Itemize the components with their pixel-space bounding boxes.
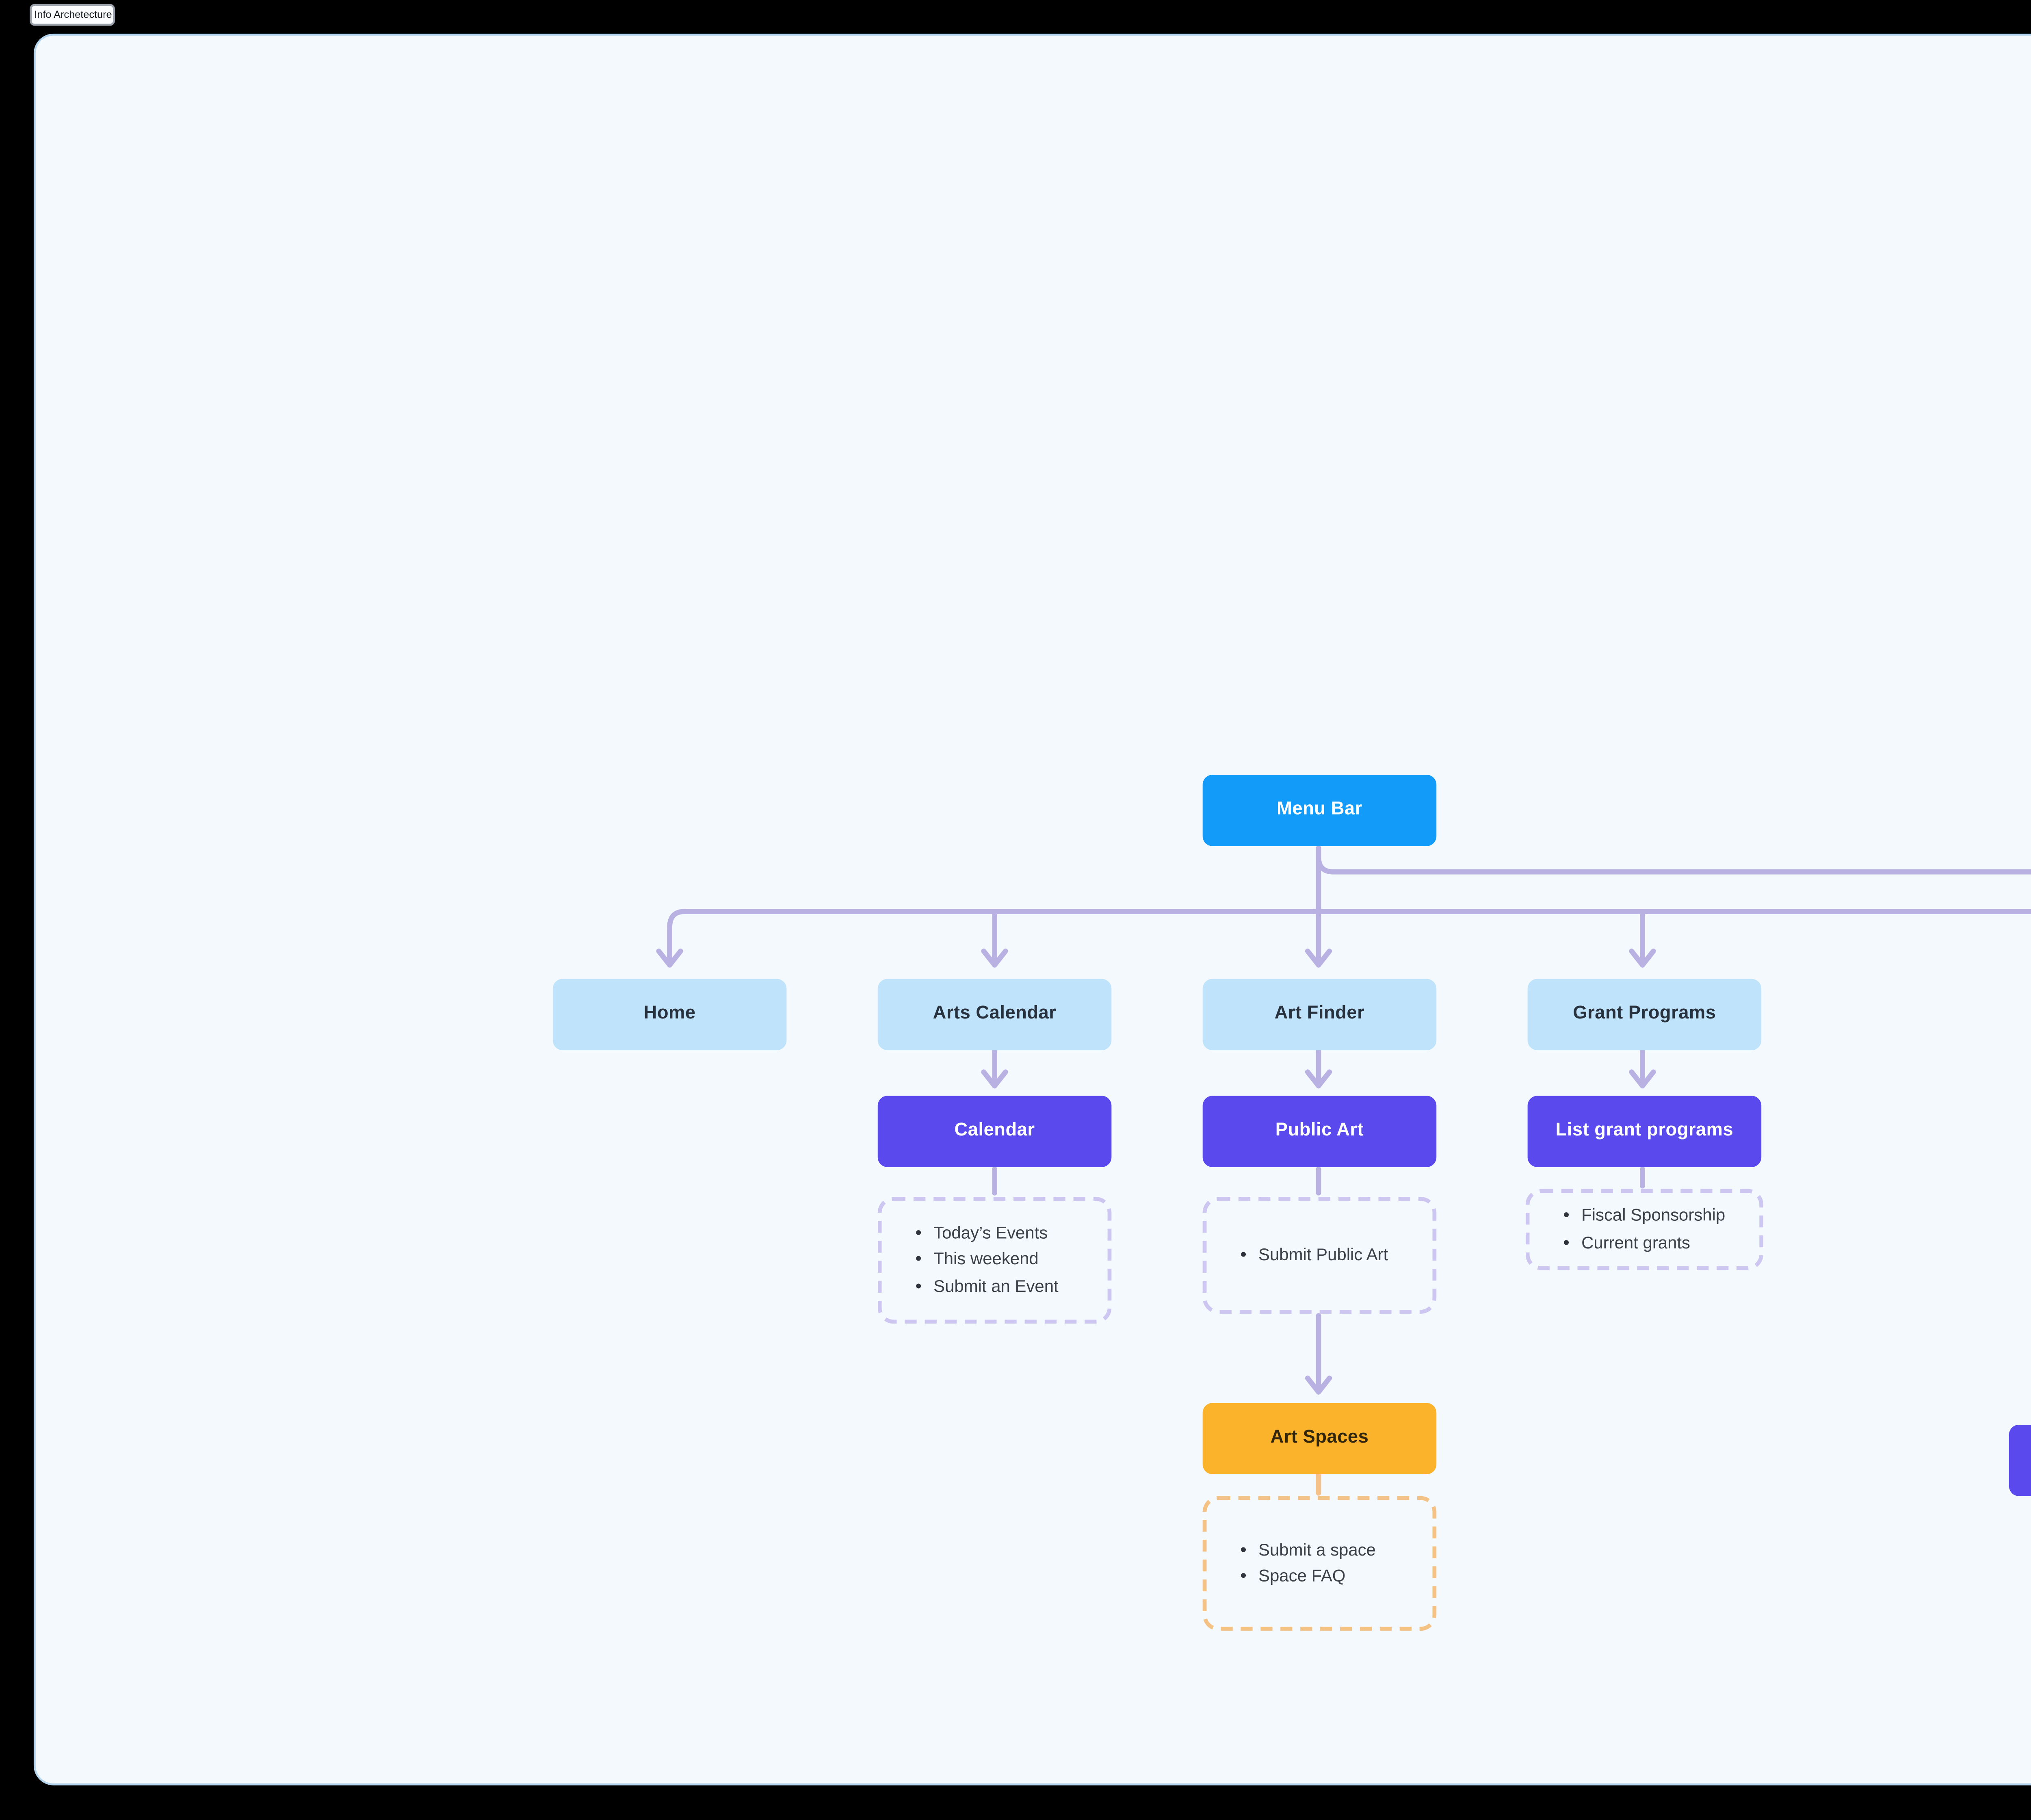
list-item: Today’s Events (915, 1221, 1058, 1247)
node-label: Menu Bar (1277, 799, 1362, 819)
node-label: Public Art (1275, 1120, 1364, 1140)
list-item: This weekend (915, 1247, 1058, 1273)
bullet-list: Submit a space Space FAQ (1206, 1537, 1384, 1590)
node-label: Calendar (954, 1120, 1035, 1140)
list-item: Space FAQ (1240, 1563, 1376, 1589)
node-label: List grant programs (1555, 1120, 1734, 1140)
edge-menubar-contact-aboutbcaa (1316, 845, 2031, 875)
node-label: Art Spaces (1270, 1427, 1369, 1447)
node-grant-sections[interactable]: Fiscal Sponsorship Current grants (1525, 1189, 1764, 1270)
edge-children-spine (667, 909, 2031, 930)
node-calendar-sections[interactable]: Today’s Events This weekend Submit an Ev… (877, 1197, 1112, 1324)
list-item: Submit Public Art (1240, 1242, 1388, 1268)
node-label: Art Finder (1274, 1003, 1365, 1023)
node-list-grant-programs[interactable]: List grant programs (1527, 1096, 1762, 1167)
list-item: Fiscal Sponsorship (1563, 1203, 1725, 1229)
page-title-tab[interactable]: Info Archetecture (30, 4, 116, 26)
node-art-finder[interactable]: Art Finder (1202, 979, 1437, 1051)
list-item: Submit a space (1240, 1537, 1376, 1563)
node-menu-bar[interactable]: Menu Bar (1202, 775, 1437, 846)
node-grant-programs[interactable]: Grant Programs (1527, 979, 1762, 1051)
node-art-spaces[interactable]: Art Spaces (1202, 1403, 1437, 1474)
node-arts-calendar[interactable]: Arts Calendar (877, 979, 1112, 1051)
bullet-list: Fiscal Sponsorship Current grants (1530, 1203, 1733, 1256)
page-title: Info Archetecture (34, 9, 112, 21)
node-public-art-sections[interactable]: Submit Public Art (1202, 1197, 1437, 1314)
node-label: Arts Calendar (933, 1003, 1057, 1023)
node-calendar[interactable]: Calendar (877, 1096, 1112, 1167)
node-membership[interactable]: Membership (2009, 1424, 2031, 1496)
node-home[interactable]: Home (552, 979, 787, 1051)
bullet-list: Today’s Events This weekend Submit an Ev… (882, 1221, 1067, 1300)
list-item: Current grants (1563, 1230, 1725, 1256)
list-item: Submit an Event (915, 1273, 1059, 1299)
node-public-art[interactable]: Public Art (1202, 1096, 1437, 1167)
node-label: Home (643, 1003, 696, 1023)
bullet-list: Submit Public Art (1206, 1242, 1396, 1268)
node-label: Grant Programs (1573, 1003, 1716, 1023)
node-art-spaces-sections[interactable]: Submit a space Space FAQ (1202, 1496, 1437, 1631)
